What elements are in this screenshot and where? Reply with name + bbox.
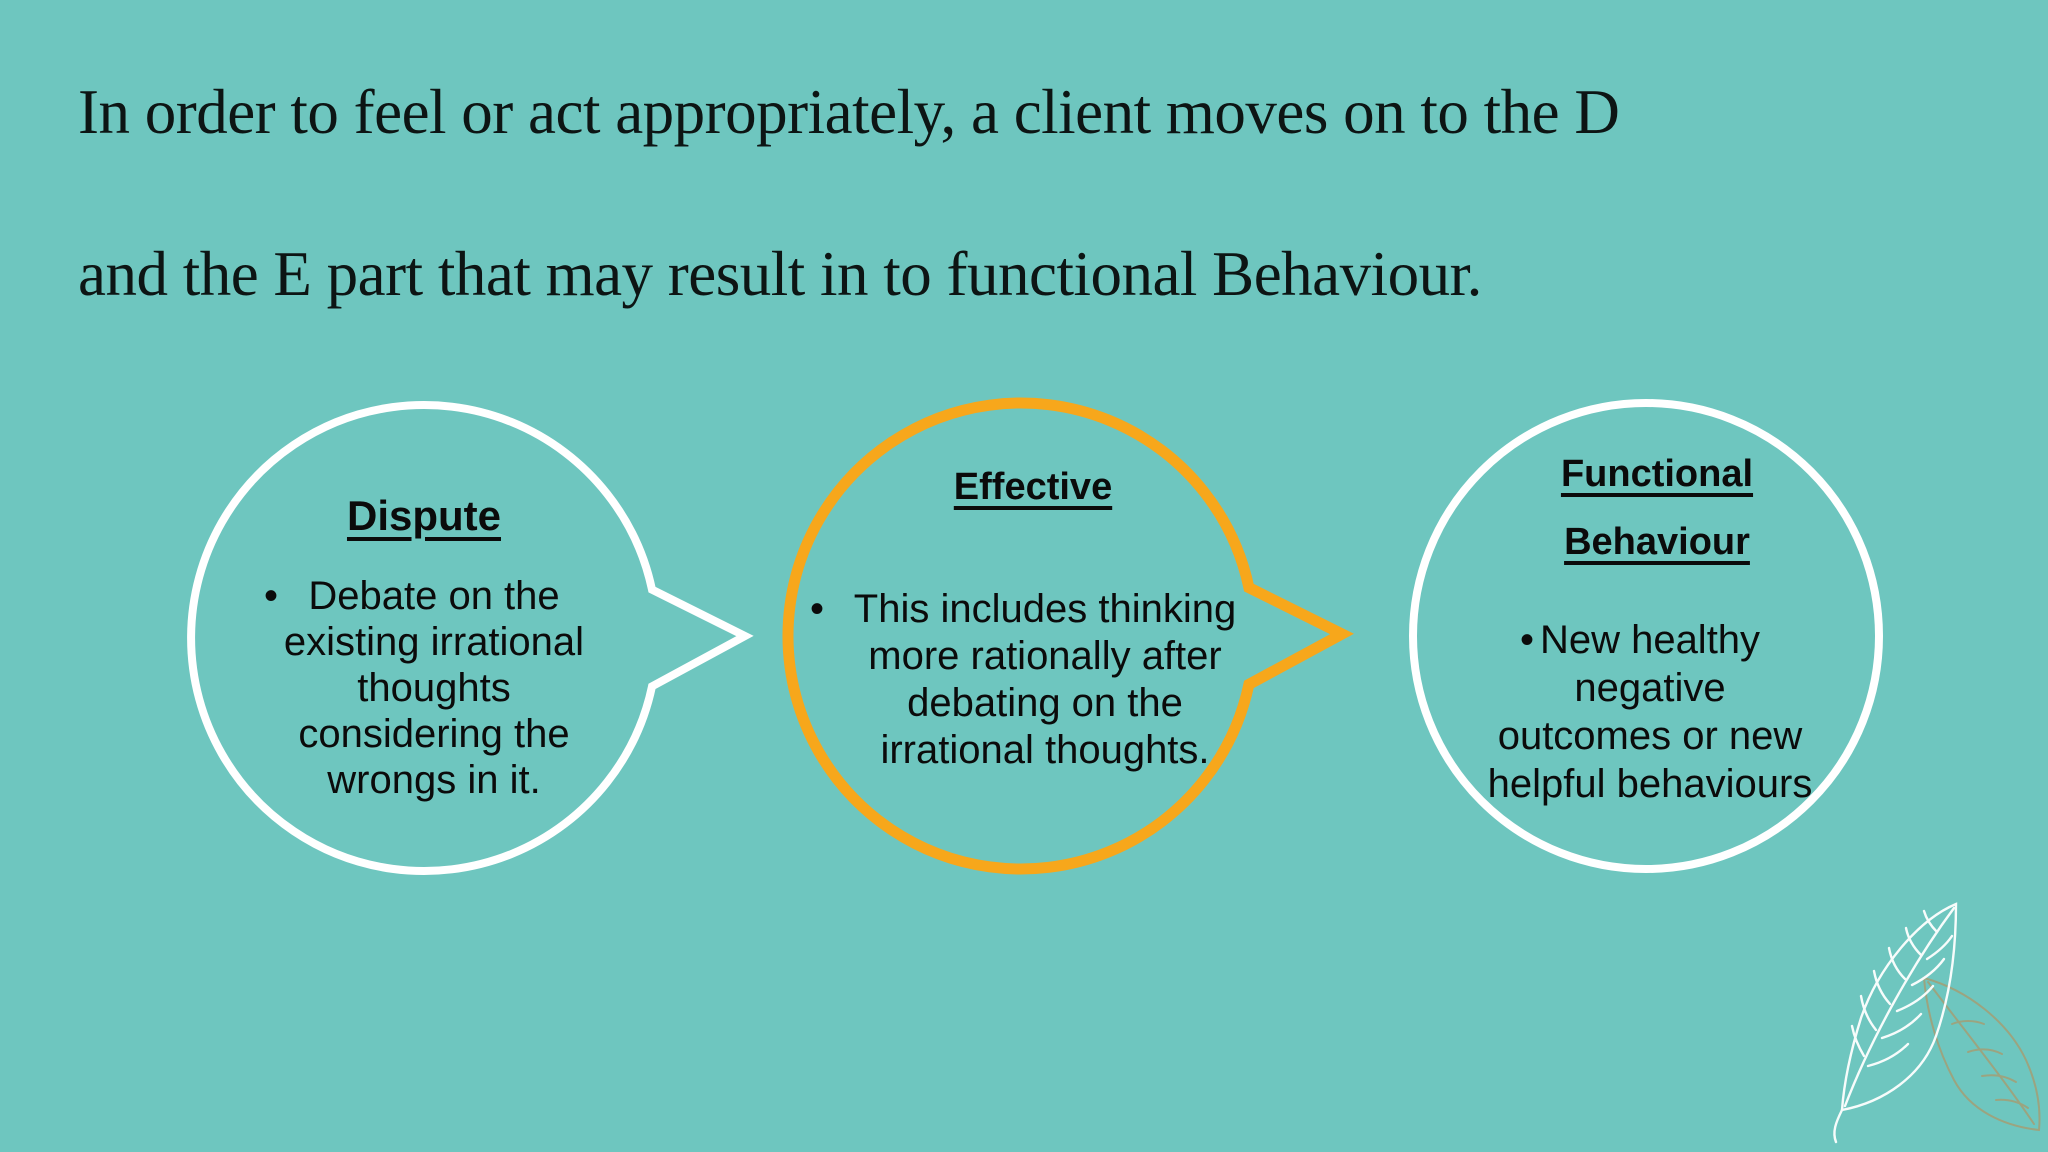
back-leaf-icon (1922, 976, 2041, 1132)
dispute-heading: Dispute (346, 492, 501, 539)
dispute-bullet-marker: • (264, 574, 279, 618)
functional-behaviour-body-text: New healthy negative outcomes or new hel… (1487, 618, 1813, 806)
leaf-decoration (1833, 902, 2041, 1144)
front-leaf-icon (1833, 902, 1958, 1144)
effective-bubble-outline (782, 397, 1354, 875)
functional-behaviour-bubble-outline (1409, 399, 1883, 873)
functional-behaviour-heading: Functional Behaviour (1560, 453, 1754, 563)
effective-body-text: This includes thinking more rationally a… (853, 587, 1237, 772)
dispute-bubble-outline (187, 401, 754, 875)
slide-title-line-1: In order to feel or act appropriately, a… (78, 77, 1620, 147)
slide-title-line-2: and the E part that may result in to fun… (78, 239, 1482, 309)
effective-heading: Effective (953, 466, 1113, 508)
effective-bullet-marker: • (810, 587, 825, 631)
functional-behaviour-bullet-marker: • (1520, 618, 1535, 662)
dispute-body-text: Debate on the existing irrational though… (283, 574, 585, 802)
